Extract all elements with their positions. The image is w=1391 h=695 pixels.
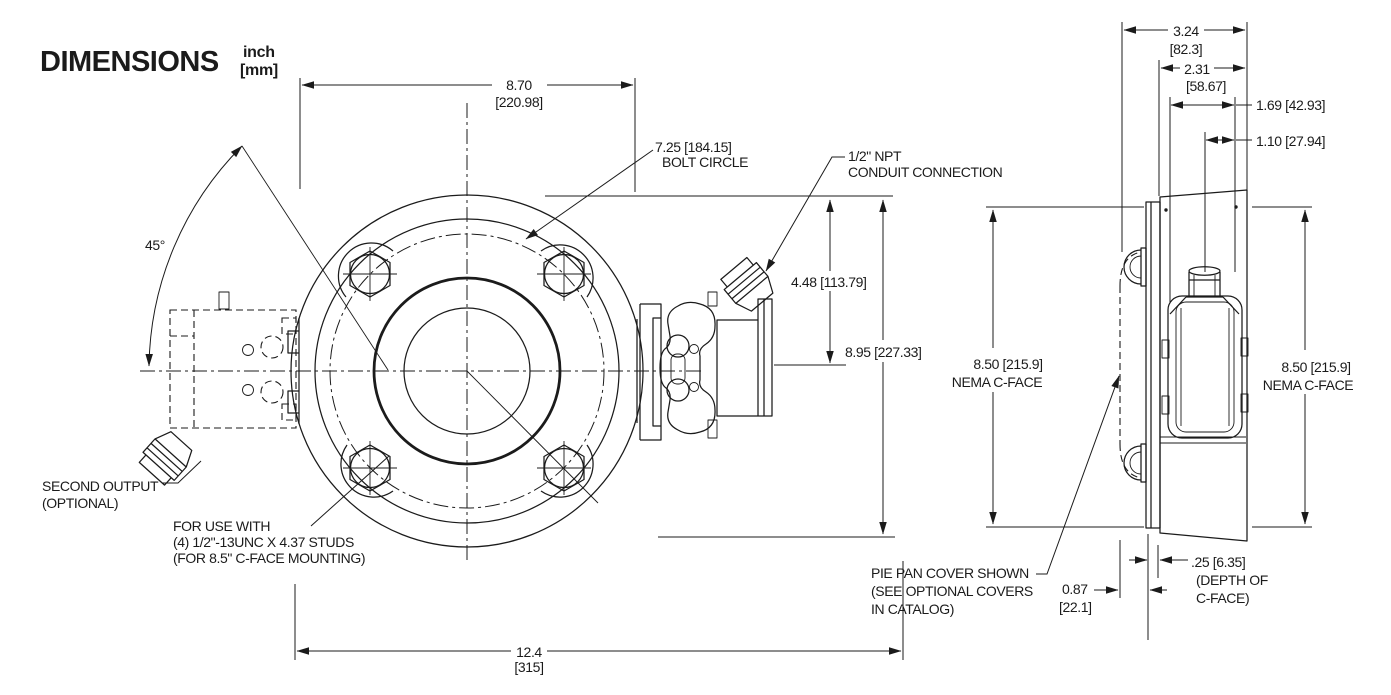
dim-231-mm: [58.67] xyxy=(1186,78,1226,94)
second-output-label-1: SECOND OUTPUT xyxy=(42,478,159,494)
body-rim-circle xyxy=(314,218,620,524)
studs-note-3: (FOR 8.5" C-FACE MOUNTING) xyxy=(173,550,365,566)
pie-pan-label-3: IN CATALOG) xyxy=(871,601,954,617)
leader-bolt-circle xyxy=(525,149,654,240)
cface-depth-label-1: .25 [6.35] xyxy=(1191,554,1245,570)
ext-lines-bottom-width xyxy=(294,561,904,660)
leader-conduit xyxy=(765,156,845,272)
labels: DIMENSIONS inch [mm] 8.70 [220.98] 7.25 … xyxy=(40,23,1354,675)
hex-stud-bottom-left xyxy=(340,441,397,498)
ext-lines-side-bottom xyxy=(1119,534,1159,640)
bolt-circle-radius-line xyxy=(466,370,599,504)
dim-324-in: 3.24 xyxy=(1173,23,1199,39)
pie-pan-label-1: PIE PAN COVER SHOWN xyxy=(871,565,1029,581)
conduit-box xyxy=(716,298,773,417)
units-inch-label: inch xyxy=(243,44,275,61)
bolt-circle-centerline xyxy=(329,233,605,509)
second-output-label-2: (OPTIONAL) xyxy=(42,495,118,511)
units-mm-label: [mm] xyxy=(240,62,278,79)
hex-stud-top-right xyxy=(537,244,594,301)
cface-plate xyxy=(1145,201,1161,529)
pie-pan-label-2: (SEE OPTIONAL COVERS xyxy=(871,583,1033,599)
leader-second-output xyxy=(162,460,202,484)
mounting-nuts-side xyxy=(1123,247,1147,483)
ext-lines-cface-right xyxy=(1252,206,1312,528)
dim-231-in: 2.31 xyxy=(1184,61,1210,77)
dim-087-mm: [22.1] xyxy=(1059,599,1092,615)
dim-124-mm: [315] xyxy=(514,659,543,675)
cover-outline xyxy=(1159,189,1248,542)
dim-448-label: 4.48 [113.79] xyxy=(791,274,867,290)
studs-note-1: FOR USE WITH xyxy=(173,518,270,534)
second-output-assembly xyxy=(135,291,297,489)
optional-cover-profile xyxy=(1119,251,1142,479)
front-view-dimensions xyxy=(162,78,904,660)
ext-lines-cface-left xyxy=(986,206,1144,528)
second-output-latch-top xyxy=(260,335,284,359)
second-output-latch-bottom xyxy=(260,380,284,404)
cface-right-label-1: 8.50 [215.9] xyxy=(1281,359,1350,375)
cface-left-label-1: 8.50 [215.9] xyxy=(973,356,1042,372)
ext-lines-side-top xyxy=(1121,22,1248,302)
hex-stud-bottom-right xyxy=(537,441,594,498)
body-outer-circle xyxy=(290,194,644,548)
dim-324-mm: [82.3] xyxy=(1170,41,1203,57)
front-view xyxy=(135,103,779,562)
side-view xyxy=(1119,189,1249,542)
centerlines xyxy=(140,103,702,562)
center-bore-inner-circle xyxy=(403,307,531,435)
latch-bar xyxy=(670,353,686,385)
latch-pin-top xyxy=(689,344,699,354)
pie-pan-clips xyxy=(1161,337,1249,415)
dim-870-in: 8.70 xyxy=(506,77,532,93)
second-output-outline xyxy=(169,309,297,429)
dim-169-label: 1.69 [42.93] xyxy=(1256,97,1325,113)
studs-note-2: (4) 1/2"-13UNC X 4.37 STUDS xyxy=(173,534,354,550)
latch-hole-bottom xyxy=(666,378,690,402)
bolt-circle-label-1: 7.25 [184.15] xyxy=(655,139,732,155)
pie-pan-cover-side xyxy=(1161,295,1249,439)
second-output-pin-top xyxy=(242,344,254,356)
conduit-fitting-front xyxy=(717,254,779,317)
dim-110-label: 1.10 [27.94] xyxy=(1256,133,1325,149)
dim-895-label: 8.95 [227.33] xyxy=(845,344,922,360)
cover-screw-dot-left xyxy=(1164,208,1168,212)
conduit-label-1: 1/2" NPT xyxy=(848,148,902,164)
angle-label: 45° xyxy=(145,237,165,253)
body-left-flat xyxy=(287,318,300,424)
cface-right-label-2: NEMA C-FACE xyxy=(1263,377,1354,393)
cface-left-label-2: NEMA C-FACE xyxy=(952,374,1043,390)
leader-studs xyxy=(310,455,390,527)
bolt-circle-label-2: BOLT CIRCLE xyxy=(662,154,748,170)
latch-hole-top xyxy=(666,334,690,358)
ext-lines-top-width xyxy=(299,78,636,192)
page-title: DIMENSIONS xyxy=(40,46,219,78)
second-output-tab xyxy=(218,291,230,310)
latch-plate xyxy=(659,301,716,435)
cface-depth-label-2: (DEPTH OF xyxy=(1196,572,1268,588)
leader-pie-pan xyxy=(1036,375,1120,575)
second-output-pin-bottom xyxy=(242,384,254,396)
mounting-flange xyxy=(639,303,662,441)
conduit-box-tabs xyxy=(707,291,718,439)
conduit-label-2: CONDUIT CONNECTION xyxy=(848,164,1002,180)
second-output-clips xyxy=(281,317,297,421)
conduit-assembly-front xyxy=(639,254,779,441)
cface-depth-label-3: C-FACE) xyxy=(1196,590,1249,606)
dim-087-in: 0.87 xyxy=(1062,581,1088,597)
angle-reference-line xyxy=(241,145,389,371)
dim-124-in: 12.4 xyxy=(516,644,542,660)
latch-pin-bottom xyxy=(689,382,699,392)
dim-870-mm: [220.98] xyxy=(495,94,542,110)
hex-stud-top-left xyxy=(337,242,397,301)
side-view-dimensions xyxy=(986,22,1312,640)
conduit-port-side xyxy=(1169,266,1240,315)
angle-arc xyxy=(145,145,243,367)
center-bore-circle xyxy=(372,276,562,466)
